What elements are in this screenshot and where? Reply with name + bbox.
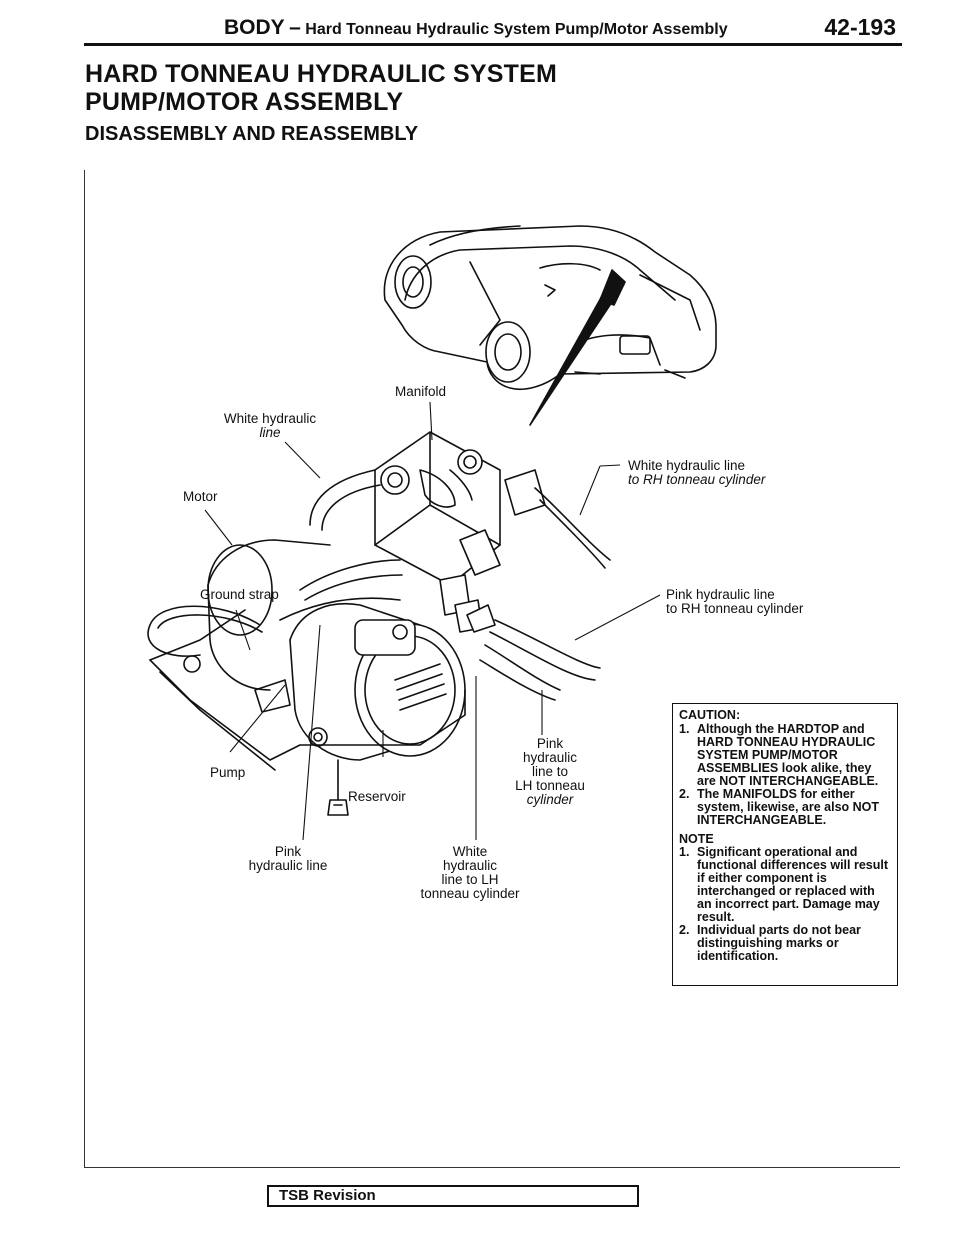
label-reservoir: Reservoir xyxy=(348,789,406,804)
label-pink-line-rh-2: to RH tonneau cylinder xyxy=(666,601,804,616)
label-pink-line-lh-4: LH tonneau xyxy=(515,778,585,793)
label-pink-line-lh-3: line to xyxy=(531,764,569,779)
label-pink-hydraulic-line-1: Pink xyxy=(274,844,302,859)
label-ground-strap: Ground strap xyxy=(200,587,279,602)
label-pink-hydraulic-line-2: hydraulic line xyxy=(248,858,328,873)
label-white-line-lh-4: tonneau cylinder xyxy=(420,886,520,901)
page-title-line-1: HARD TONNEAU HYDRAULIC SYSTEM xyxy=(85,60,558,88)
note-title: NOTE xyxy=(679,832,714,846)
page-header: BODY – Hard Tonneau Hydraulic System Pum… xyxy=(84,14,904,44)
label-pink-line-lh-1: Pink xyxy=(536,736,564,751)
label-pink-line-lh-5: cylinder xyxy=(526,792,574,807)
caution-box: CAUTION: 1.Although the HARDTOP and HARD… xyxy=(672,703,898,986)
header-section: BODY xyxy=(224,16,285,39)
header-separator: – xyxy=(289,16,301,39)
label-white-line-rh: White hydraulic line to RH tonneau cylin… xyxy=(628,459,765,487)
label-manifold: Manifold xyxy=(395,384,447,399)
label-white-line-rh-2: to RH tonneau cylinder xyxy=(628,472,766,487)
label-white-hydraulic-line-2: line xyxy=(259,425,281,440)
frame-bottom-rule xyxy=(84,1167,900,1168)
motor-cylinder xyxy=(207,539,331,691)
section-subtitle: DISASSEMBLY AND REASSEMBLY xyxy=(85,123,419,145)
caution-title: CAUTION: xyxy=(679,708,741,722)
label-white-line-lh: White hydraulic line to LH tonneau cylin… xyxy=(400,845,540,901)
page-title-line-2: PUMP/MOTOR ASSEMBLY xyxy=(85,88,404,116)
header-title: BODY – Hard Tonneau Hydraulic System Pum… xyxy=(224,16,728,40)
label-pink-hydraulic-line: Pink hydraulic line xyxy=(228,845,348,873)
tsb-revision-label: TSB Revision xyxy=(279,1187,376,1204)
label-white-line-lh-1: White xyxy=(452,844,488,859)
label-motor: Motor xyxy=(183,489,218,504)
note-item: 1.Significant operational and functional… xyxy=(679,845,889,924)
label-pink-line-lh-2: hydraulic xyxy=(522,750,578,765)
label-pump: Pump xyxy=(210,765,246,780)
car-illustration xyxy=(383,225,717,390)
ground-strap-wire xyxy=(147,605,261,657)
header-subtitle: Hard Tonneau Hydraulic System Pump/Motor… xyxy=(305,21,728,38)
label-pink-line-rh-1: Pink hydraulic line xyxy=(666,587,775,602)
hydraulic-lines xyxy=(279,469,611,701)
label-pink-line-lh: Pink hydraulic line to LH tonneau cylind… xyxy=(500,737,600,807)
header-rule xyxy=(84,43,902,46)
note-item: 2.Individual parts do not bear distingui… xyxy=(679,923,861,963)
tsb-revision-box: TSB Revision xyxy=(267,1185,640,1211)
label-pink-line-rh: Pink hydraulic line to RH tonneau cylind… xyxy=(666,588,803,616)
caution-item: 2.The MANIFOLDS for either system, likew… xyxy=(679,787,880,827)
label-white-line-lh-3: line to LH xyxy=(441,872,499,887)
tsb-revision-frame xyxy=(267,1185,639,1207)
page-number: 42-193 xyxy=(824,14,896,40)
caution-item: 1.Although the HARDTOP and HARD TONNEAU … xyxy=(679,722,879,788)
label-white-hydraulic-line-1: White hydraulic xyxy=(223,411,317,426)
manifold-block xyxy=(374,431,546,633)
pump-cylinder xyxy=(289,603,466,761)
label-white-hydraulic-line: White hydraulic line xyxy=(200,412,340,440)
frame-left-rule xyxy=(84,170,85,1168)
page-title: HARD TONNEAU HYDRAULIC SYSTEM PUMP/MOTOR… xyxy=(85,60,557,116)
label-white-line-lh-2: hydraulic xyxy=(442,858,498,873)
label-white-line-rh-1: White hydraulic line xyxy=(628,458,746,473)
